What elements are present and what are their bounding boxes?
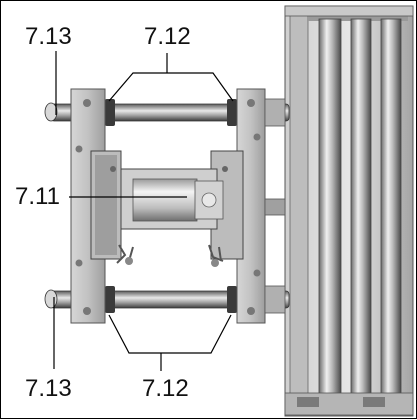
cylinder-assembly — [90, 150, 244, 267]
callout-7-12-bottom: 7.12 — [142, 375, 189, 402]
leader-lines — [53, 51, 234, 371]
vertical-rod-1 — [318, 18, 342, 404]
callout-7-12-top: 7.12 — [144, 23, 191, 50]
callout-7-11: 7.11 — [15, 183, 60, 210]
callout-7-13-top: 7.13 — [25, 23, 72, 50]
vertical-rod-3 — [380, 18, 402, 404]
rod-end-bottom — [44, 289, 58, 309]
right-carriage-plate — [236, 88, 286, 324]
rod-end-top — [44, 102, 58, 122]
vertical-rod-2 — [350, 18, 372, 404]
rail-frame — [284, 5, 414, 417]
callout-7-13-bottom: 7.13 — [25, 375, 72, 402]
